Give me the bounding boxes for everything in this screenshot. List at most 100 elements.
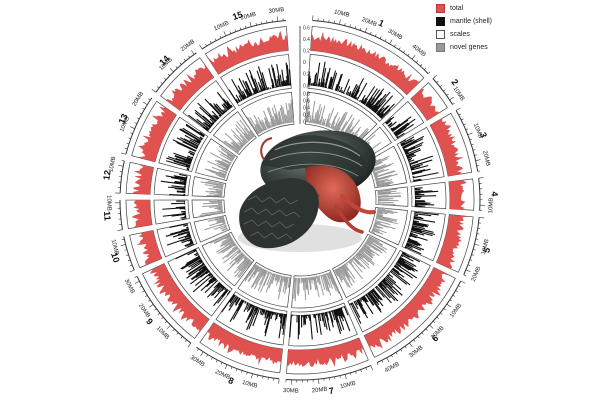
- tick-label: 20MB: [312, 387, 328, 395]
- axis-tick: [127, 143, 129, 144]
- scale-tick-label: 0.2: [303, 112, 310, 118]
- mantle-bar: [268, 87, 269, 89]
- mantle-bar: [356, 97, 357, 99]
- legend-label: mantle (shell): [450, 18, 492, 25]
- axis-tick: [235, 29, 236, 31]
- axis-tick: [143, 102, 147, 105]
- axis-tick: [199, 45, 202, 49]
- scale-tick-label: 0.4: [303, 105, 310, 111]
- novel-bar: [271, 126, 272, 128]
- axis-tick: [461, 281, 465, 283]
- axis-tick: [377, 363, 378, 365]
- axis-tick: [168, 74, 170, 76]
- axis-tick: [158, 313, 160, 315]
- tick-label: 20MB: [361, 17, 378, 28]
- axis-tick: [450, 300, 452, 301]
- mantle-bar: [319, 82, 320, 86]
- axis-tick: [414, 340, 416, 342]
- axis-tick: [148, 300, 150, 301]
- axis-tick: [409, 343, 412, 347]
- mantle-bar: [289, 69, 290, 85]
- tick-label: 30MB: [408, 345, 424, 359]
- scale-tick-label: 0.6: [303, 98, 310, 104]
- axis-tick: [121, 244, 126, 245]
- novel-bar: [370, 235, 371, 236]
- scale-axis: 0.60.40.200.20.40.80.60.40.20: [300, 25, 310, 125]
- axis-tick: [279, 379, 280, 384]
- axis-tick: [360, 28, 361, 30]
- axis-tick: [440, 85, 442, 87]
- axis-tick: [453, 103, 455, 104]
- axis-tick: [370, 32, 371, 34]
- axis-tick: [420, 64, 422, 66]
- axis-tick: [365, 28, 367, 33]
- axis-tick: [125, 148, 127, 149]
- axis-tick: [433, 321, 435, 323]
- total-histogram: [287, 338, 365, 367]
- axis-tick: [437, 317, 439, 319]
- chromosome-axis: [124, 237, 134, 271]
- novel-bar: [319, 276, 324, 296]
- mantle-bar: [310, 315, 312, 340]
- axis-tick: [394, 45, 395, 47]
- axis-tick: [130, 270, 135, 272]
- scale-tick-label: 0: [303, 119, 306, 125]
- chromosome-label: 4: [489, 191, 499, 196]
- mantle-bar: [227, 291, 230, 295]
- axis-tick: [128, 138, 130, 139]
- axis-tick: [345, 374, 346, 379]
- novel-bar: [303, 278, 304, 290]
- axis-tick: [318, 379, 319, 384]
- mantle-bar: [360, 100, 361, 102]
- axis-tick: [177, 333, 179, 335]
- legend-item: mantle (shell): [436, 16, 546, 27]
- scale-tick-label: 0: [303, 60, 306, 66]
- mantle-bar: [176, 249, 196, 259]
- mantle-bar: [341, 308, 350, 332]
- axis-tick: [149, 304, 153, 307]
- axis-tick: [130, 133, 132, 134]
- axis-tick: [426, 329, 428, 331]
- mantle-bar: [182, 219, 187, 220]
- mantle-bar: [181, 217, 187, 218]
- axis-tick: [188, 343, 191, 347]
- axis-tick: [148, 99, 150, 100]
- axis-tick: [412, 55, 415, 59]
- chromosome-label: 10: [109, 251, 122, 264]
- axis-tick: [399, 48, 400, 50]
- mantle-bar: [187, 168, 189, 169]
- mantle-bar: [415, 189, 421, 190]
- novel-bar: [276, 274, 277, 276]
- legend-item: total: [436, 3, 546, 14]
- axis-tick: [135, 281, 139, 283]
- scale-tick-label: 0.4: [303, 83, 310, 89]
- axis-tick: [137, 118, 139, 119]
- scale-tick-label: 0.2: [303, 49, 310, 55]
- tick-label: 10MB: [213, 21, 230, 33]
- mantle-bar: [198, 256, 199, 257]
- axis-tick: [157, 86, 159, 88]
- total-histogram: [207, 31, 288, 75]
- novel-bar: [270, 272, 271, 274]
- axis-tick: [387, 358, 389, 362]
- tick-label: 30MB: [123, 278, 135, 295]
- axis-tick: [458, 286, 460, 287]
- axis-tick: [164, 78, 166, 80]
- novel-bar: [217, 209, 222, 210]
- axis-tick: [430, 325, 434, 328]
- legend-item: scales: [436, 29, 546, 40]
- axis-tick: [472, 255, 474, 256]
- axis-tick: [385, 39, 386, 41]
- axis-tick: [173, 329, 175, 331]
- axis-tick: [121, 153, 126, 154]
- total-histogram: [208, 323, 283, 365]
- chromosome-label: 12: [101, 169, 112, 180]
- axis-tick: [433, 75, 437, 78]
- axis-tick: [390, 40, 392, 44]
